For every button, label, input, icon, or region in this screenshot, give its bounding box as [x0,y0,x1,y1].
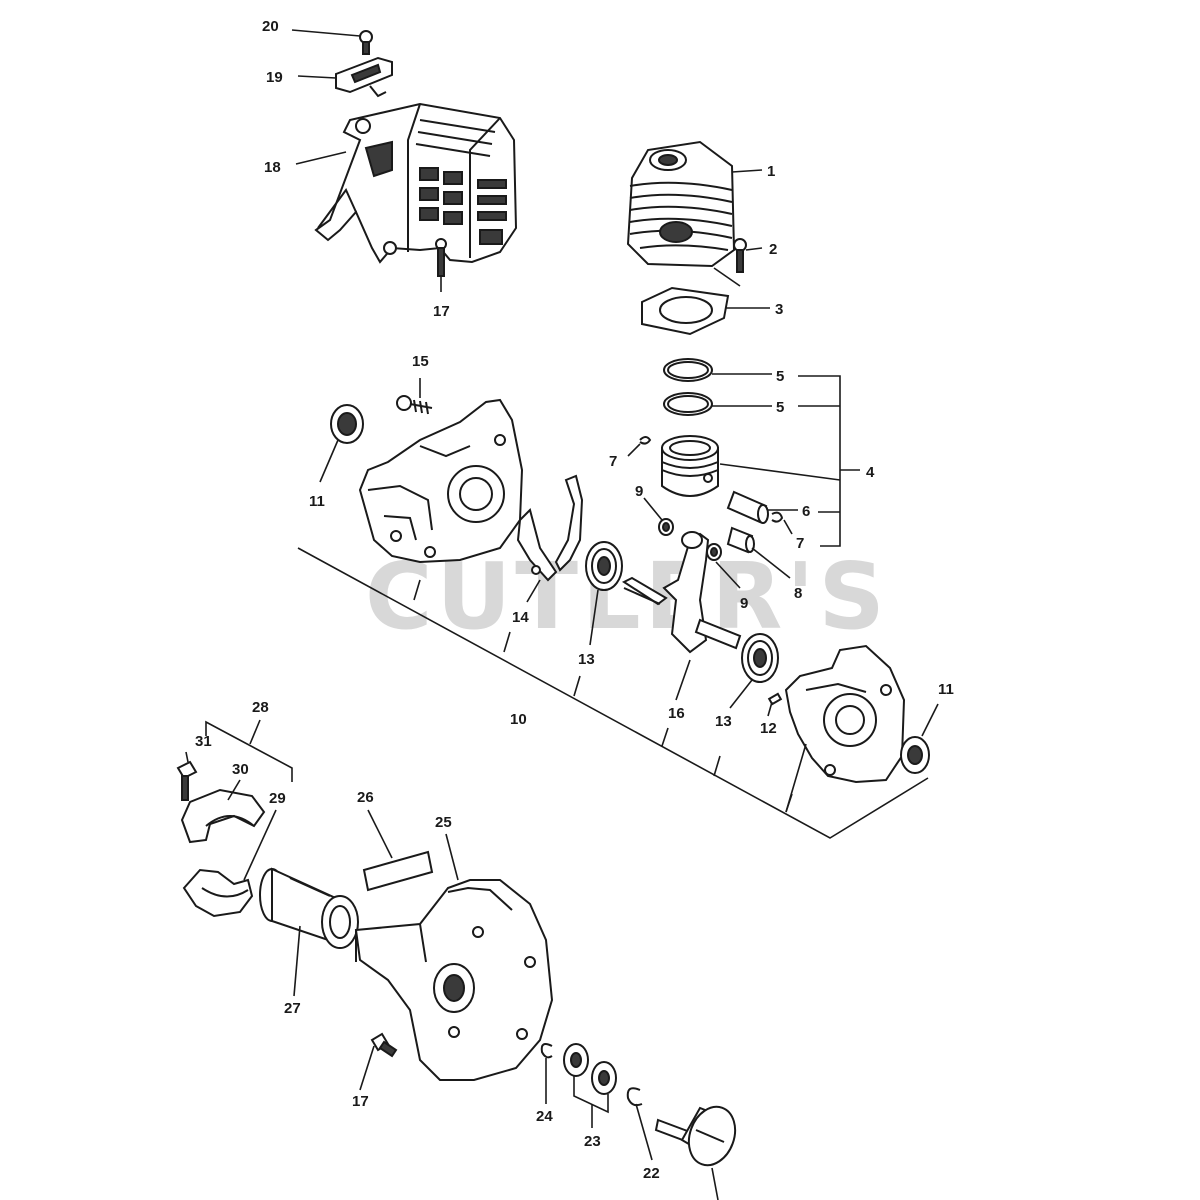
piston-ring-upper [663,358,713,382]
callout-15: 15 [412,353,429,370]
snap-ring-small [540,1043,553,1059]
callout-8: 8 [794,585,802,602]
callout-22: 22 [643,1165,660,1182]
callout-13-left: 13 [578,651,595,668]
callout-6: 6 [802,503,810,520]
callout-14: 14 [512,609,529,626]
callout-1: 1 [767,163,775,180]
callout-29: 29 [269,790,286,807]
callout-16: 16 [668,705,685,722]
clutch-bearing-b [591,1061,617,1095]
oil-seal-left [330,404,364,444]
housing-screw [370,1032,398,1058]
callout-9-left: 9 [635,483,643,500]
engine-cover [314,102,518,264]
callout-30: 30 [232,761,249,778]
callout-26: 26 [357,789,374,806]
callout-4: 4 [866,464,875,481]
callout-20: 20 [262,18,279,35]
callout-17-top: 17 [433,303,450,320]
callout-19: 19 [266,69,283,86]
callout-11-right: 11 [938,681,954,698]
piston-ring-lower [663,392,713,416]
callout-27: 27 [284,1000,301,1017]
callout-7-left: 7 [609,453,617,470]
clamp-upper [180,788,266,844]
callout-9-right: 9 [740,595,748,612]
callout-23: 23 [584,1133,601,1150]
callout-25: 25 [435,814,452,831]
cover-mount-screw [435,238,447,277]
piston-pin-clip-right [771,511,784,523]
crankcase-half-right [784,644,906,784]
callout-17-bottom: 17 [352,1093,369,1110]
piston-pin [726,490,769,524]
main-bearing-right [741,633,779,683]
fan-housing [354,879,554,1081]
dowel-pin [767,692,783,706]
cylinder-gasket [641,286,730,336]
crankcase-half-left [358,398,524,564]
clutch-tube [259,867,359,949]
callout-12: 12 [760,720,777,737]
oil-seal-right [900,736,930,774]
crankshaft [621,531,742,654]
callout-10: 10 [510,711,527,728]
main-bearing-left [585,541,623,591]
callout-18: 18 [264,159,281,176]
warning-label [362,850,434,892]
callout-3: 3 [775,301,783,318]
thrust-washer-left [658,518,674,536]
cover-screw [359,30,373,55]
crankcase-bolt [396,395,433,415]
clamp-lower [182,868,254,918]
cylinder-bolt [733,238,747,273]
snap-ring-large [626,1087,643,1107]
leader-lines [185,29,939,1200]
callout-7-right: 7 [796,535,804,552]
callout-5-lower: 5 [776,399,784,416]
callout-28: 28 [252,699,269,716]
callout-11-left: 11 [309,493,325,510]
callout-31: 31 [195,733,212,750]
cover-handle [335,56,393,98]
callout-13-right: 13 [715,713,732,730]
piston-pin-clip-left [639,436,652,445]
callout-5-upper: 5 [776,368,784,385]
callout-labels: 20 19 18 17 1 2 3 5 5 4 6 7 7 8 9 9 15 1… [195,18,954,1182]
thrust-washer-right [706,543,722,561]
piston [661,435,719,497]
cylinder [626,140,736,268]
clutch-drum [654,1105,737,1167]
callout-24: 24 [536,1108,553,1125]
callout-2: 2 [769,241,777,258]
clamp-bolt [176,760,198,801]
clutch-bearing-a [563,1043,589,1077]
crankcase-gasket [516,474,584,582]
